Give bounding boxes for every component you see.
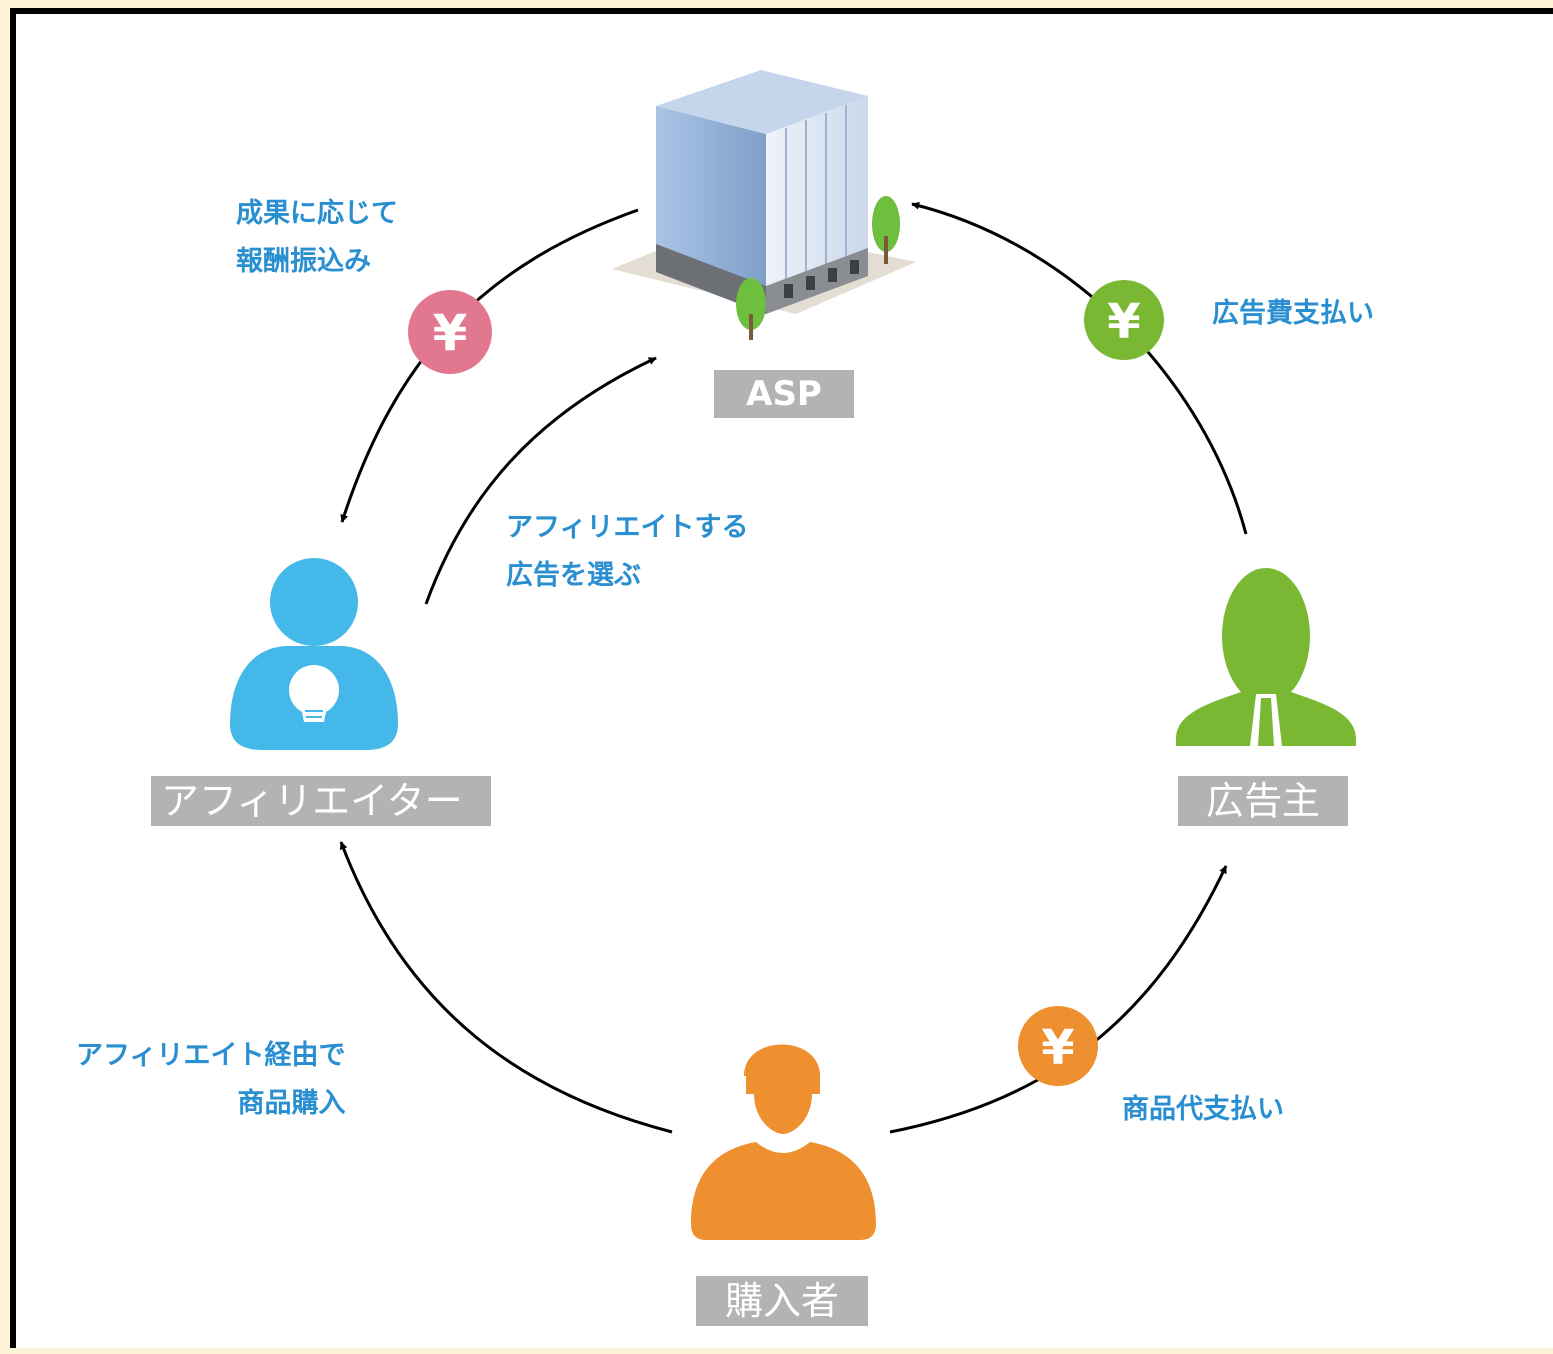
svg-text:¥: ¥ [433, 304, 468, 362]
note-select-ad: アフィリエイトする 広告を選ぶ [506, 512, 749, 591]
note-purchase: アフィリエイト経由で 商品購入 [76, 1040, 346, 1119]
office-building-icon [612, 70, 916, 340]
arrow-buyer-to-affiliater [339, 841, 673, 1134]
buyer-label: 購入者 [696, 1276, 868, 1326]
arrow-advertiser-to-asp [911, 201, 1248, 535]
businessman-icon [1176, 568, 1356, 746]
arrow-affiliater-to-asp [424, 356, 657, 605]
asp-label: ASP [714, 370, 854, 418]
affiliater-label: アフィリエイター [151, 776, 491, 826]
note-reward: 成果に応じて 報酬振込み [236, 198, 398, 277]
person-lightbulb-icon [230, 558, 398, 750]
advertiser-label: 広告主 [1178, 776, 1348, 826]
diagram-canvas: ¥ ¥ ¥ [230, 70, 1356, 1240]
diagram-frame: ¥ ¥ ¥ ASP アフィリエイター 広告主 購入者 成果に応じて 報酬振込み … [10, 8, 1553, 1348]
svg-text:¥: ¥ [1041, 1020, 1074, 1076]
yen-coin-product-payment: ¥ [1018, 1006, 1098, 1086]
svg-text:¥: ¥ [1107, 294, 1140, 350]
note-product-payment: 商品代支払い [1122, 1094, 1284, 1125]
yen-coin-ad-fee: ¥ [1084, 280, 1164, 360]
yen-coin-reward: ¥ [408, 290, 492, 374]
person-cap-icon [691, 1044, 876, 1240]
note-ad-fee: 広告費支払い [1212, 298, 1374, 329]
